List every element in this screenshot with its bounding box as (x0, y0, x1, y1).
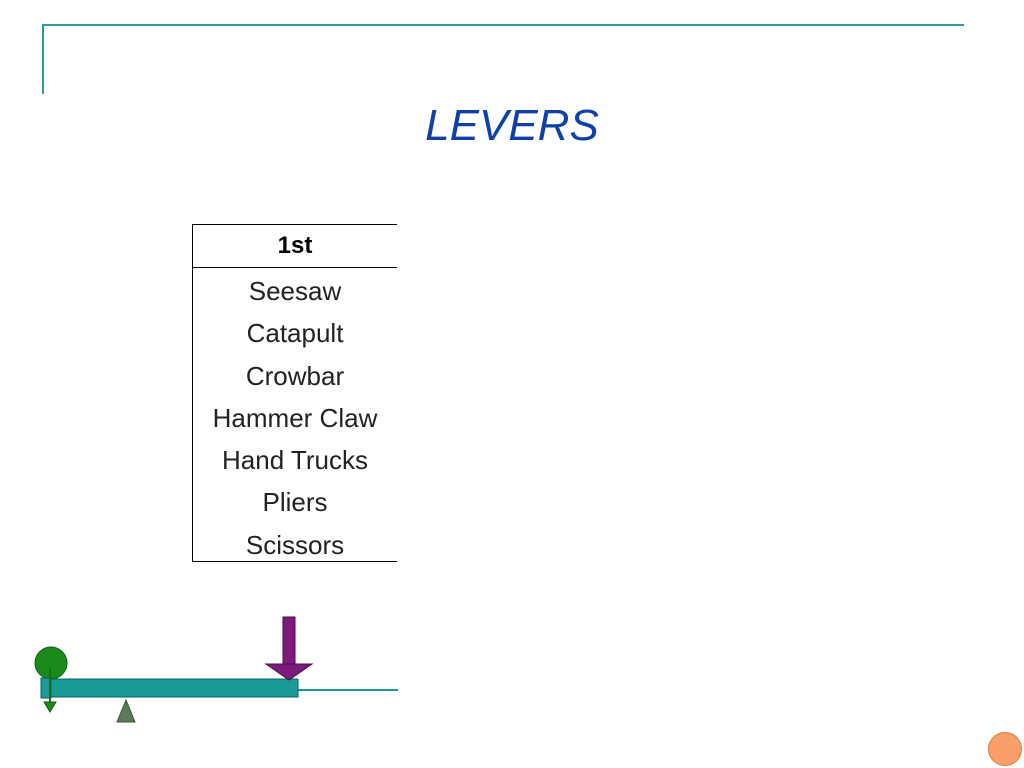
effort-arrow-icon (264, 663, 314, 681)
frame-top-line (42, 24, 964, 26)
table-row: Pliers (262, 487, 328, 518)
fulcrum-triangle-icon (116, 698, 136, 723)
first-class-lever-table: 1st Seesaw Catapult Crowbar Hammer Claw … (192, 224, 397, 562)
lever-diagram (34, 616, 398, 723)
slide-title: LEVERS (425, 101, 599, 150)
table-row: Hammer Claw (212, 402, 378, 433)
table-body: Seesaw Catapult Crowbar Hammer Claw Hand… (193, 268, 397, 566)
next-slide-button[interactable] (988, 732, 1022, 766)
table-row: Hand Trucks (222, 445, 368, 476)
frame-left-line (42, 24, 44, 94)
effort-arrow-shaft (282, 616, 296, 666)
table-header: 1st (193, 225, 397, 268)
table-row: Seesaw (248, 276, 342, 306)
lever-beam-icon (41, 678, 299, 698)
load-arrow-head-icon (43, 701, 57, 713)
table-row: Catapult (246, 318, 344, 349)
table-row: Crowbar (245, 360, 345, 391)
table-row: Scissors (245, 529, 345, 560)
